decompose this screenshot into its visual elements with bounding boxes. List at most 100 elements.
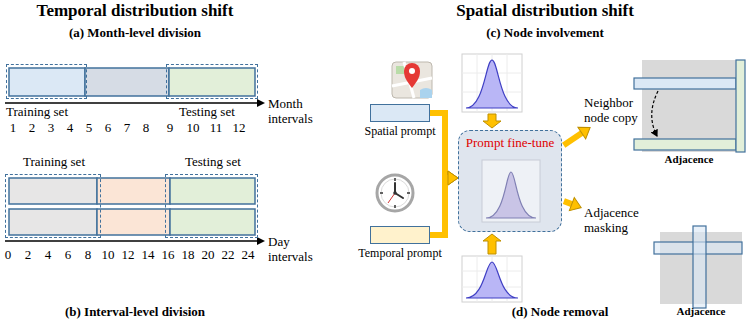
tick-label: 22 [222, 248, 235, 263]
flow-arrow [483, 234, 501, 254]
gaussian-curve [466, 262, 518, 298]
map-pin [404, 63, 420, 88]
masked-column [693, 226, 706, 308]
tick-label: 12 [122, 248, 135, 263]
gaussian-plot [462, 54, 522, 112]
subfigure-caption: (b) Interval-level division [65, 305, 205, 320]
tick-label: 3 [48, 121, 55, 136]
clock-second-hand [388, 193, 395, 203]
map-road [392, 62, 432, 98]
tick-label: 1 [10, 121, 17, 136]
map-park [396, 66, 404, 74]
time-axis [5, 240, 258, 242]
tick-label: 7 [124, 121, 131, 136]
gaussian-curve [466, 60, 518, 108]
flow-arrow [564, 133, 582, 145]
axis-arrowhead [257, 237, 265, 245]
panel-title: Temporal distribution shift [37, 1, 234, 21]
set-label: Testing set [179, 105, 235, 120]
matrix-label: Adjacence [665, 153, 714, 166]
gaussian-plot [482, 160, 540, 222]
tick-label: 4 [45, 248, 52, 263]
tick-label: 2 [29, 121, 36, 136]
copy-arrow [652, 91, 658, 136]
set-label: Testing set [185, 155, 241, 170]
node-label: Adjacence masking [584, 206, 650, 236]
operation-label: Adjacence masking [584, 206, 650, 236]
interval-bar [9, 209, 97, 235]
axis-label: Day intervals [268, 235, 326, 265]
gaussian-plot [462, 256, 522, 302]
tick-label: 11 [210, 121, 223, 136]
node-label: Prompt fine-tune [466, 136, 554, 151]
finetune-fill [458, 130, 562, 232]
tick-label: 6 [105, 121, 112, 136]
matrix-row [634, 78, 736, 89]
flow-arrow [430, 113, 448, 178]
clock-center [393, 191, 397, 195]
axis-arrowhead [257, 99, 265, 107]
gaussian-curve [486, 172, 536, 218]
matrix-column [736, 60, 745, 152]
subfigure-caption: (d) Node removal [512, 305, 609, 320]
node-label: Spatial prompt [365, 125, 436, 139]
tick-label: 24 [242, 248, 255, 263]
subfigure-caption: (c) Node involvement [486, 26, 604, 41]
panel-title: Spatial distribution shift [456, 1, 634, 21]
subfigure-caption: (a) Month-level division [69, 26, 201, 41]
node-label: Neighbor node copy [584, 96, 646, 126]
tick-label: 2 [25, 248, 32, 263]
interval-bar [9, 68, 85, 96]
interval-bar [85, 68, 169, 96]
temporal-prompt: Temporal prompt [370, 226, 430, 244]
interval-bar [9, 178, 97, 204]
time-axis [5, 102, 258, 104]
operation-label: Neighbor node copy [584, 96, 646, 126]
clock-hands [395, 183, 403, 198]
flow-arrow [483, 114, 501, 128]
tick-label: 0 [5, 248, 12, 263]
set-label: Training set [23, 155, 85, 170]
clock-ticks [380, 178, 410, 208]
tick-label: 10 [102, 248, 115, 263]
interval-bar [169, 68, 255, 96]
interval-bar [97, 178, 170, 204]
tick-label: 20 [202, 248, 215, 263]
tick-label: 14 [142, 248, 155, 263]
tick-label: 6 [65, 248, 72, 263]
testing-set-box: Testing set [165, 174, 258, 238]
adjacency-matrix: Adjacence [642, 60, 736, 152]
matrix-row [634, 139, 736, 150]
matrix-label: Adjacence [677, 305, 726, 318]
tick-label: 12 [233, 121, 246, 136]
set-label: Training set [6, 105, 68, 120]
interval-bar [97, 209, 170, 235]
clock-icon [377, 175, 413, 211]
tick-label: 18 [182, 248, 195, 263]
plot-grid [462, 256, 522, 302]
tick-label: 4 [67, 121, 74, 136]
plot-grid [462, 54, 522, 112]
adjacency-matrix: Adjacence [660, 232, 742, 304]
map-water [420, 88, 432, 98]
tick-label: 16 [162, 248, 175, 263]
prompt-finetune-box: Prompt fine-tune [458, 130, 562, 232]
tick-label: 10 [187, 121, 200, 136]
flow-arrow [564, 201, 572, 204]
map-icon [392, 62, 432, 98]
training-set-box: Training set [5, 174, 101, 238]
tick-label: 9 [167, 121, 174, 136]
map-pin-dot [409, 68, 415, 74]
training-set-box: Training set [6, 64, 87, 99]
matrix-ground [642, 60, 736, 152]
spatial-prompt: Spatial prompt [370, 104, 430, 122]
tick-label: 8 [143, 121, 150, 136]
flow-arrow [430, 178, 448, 235]
interval-bar [170, 178, 255, 204]
clock-ring [381, 179, 409, 207]
testing-set-box: Testing set [166, 64, 258, 99]
tick-label: 5 [86, 121, 93, 136]
